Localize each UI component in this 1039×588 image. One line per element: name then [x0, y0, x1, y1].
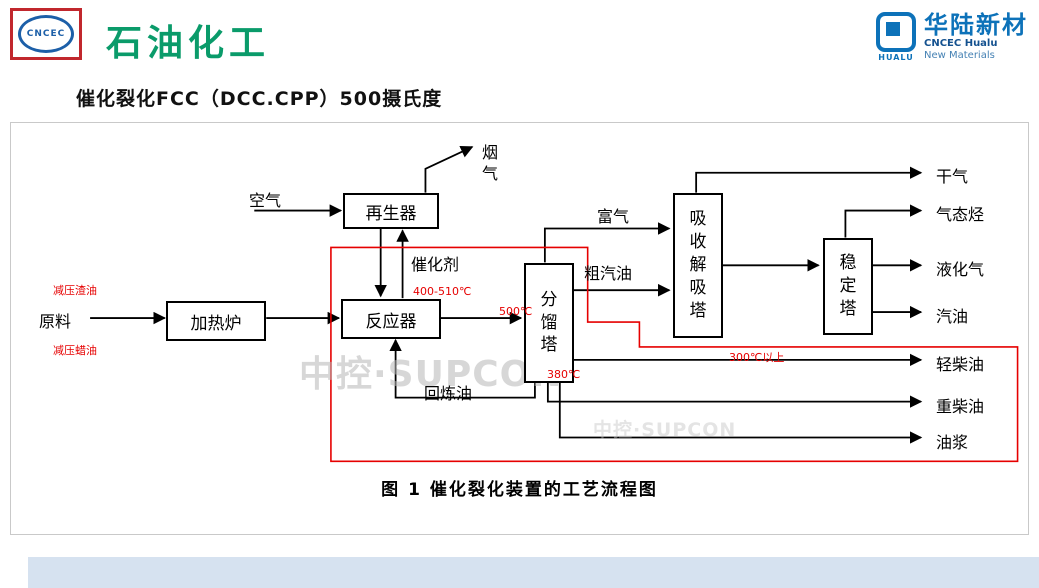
- recycle-oil-label: 回炼油: [424, 384, 473, 403]
- dry-gas-label: 干气: [936, 167, 969, 186]
- arrow-gaseous-hc: [844, 204, 923, 238]
- crude-gasoline-label: 粗汽油: [584, 264, 633, 283]
- gaseous-hc-label: 气态烃: [936, 205, 985, 224]
- cncec-emblem-text: CNCEC: [26, 29, 66, 39]
- hualu-icon-wrap: HUALU: [876, 12, 916, 62]
- fractionator-label: 分馏塔: [540, 289, 558, 356]
- flow-lines-svg: [90, 145, 1019, 463]
- reactor-box: 反应器: [341, 299, 441, 339]
- cncec-emblem-icon: CNCEC: [18, 15, 74, 53]
- light-diesel-label: 轻柴油: [936, 355, 985, 374]
- reactor-label: 反应器: [365, 311, 417, 332]
- absorber-box: 吸收解吸塔: [673, 193, 723, 338]
- reactor-temp-note: 400-510℃: [413, 285, 472, 298]
- hualu-subtitle-en2: New Materials: [924, 50, 995, 61]
- absorber-label: 吸收解吸塔: [689, 209, 707, 321]
- arrow-fluegas: [424, 145, 474, 193]
- arrow-richgas: [543, 222, 671, 263]
- feed-label: 原料: [39, 312, 72, 331]
- footer-bar: [28, 557, 1039, 588]
- vacuum-wax-note: 减压蜡油: [53, 344, 97, 357]
- air-label: 空气: [249, 191, 282, 210]
- hualu-logo: HUALU 华陆新材 CNCEC Hualu New Materials: [876, 12, 1028, 62]
- arrow-recycle-oil: [389, 338, 536, 399]
- fractionator-box: 分馏塔: [524, 263, 574, 383]
- gasoline-label: 汽油: [936, 307, 969, 326]
- furnace-label: 加热炉: [190, 313, 242, 334]
- figure-caption: 图 1 催化裂化装置的工艺流程图: [381, 480, 658, 500]
- arrow-heavy-diesel: [546, 381, 923, 408]
- vacuum-residue-note: 减压渣油: [53, 284, 97, 297]
- catalyst-label: 催化剂: [411, 255, 460, 274]
- watermark: 中控·SUPCON: [299, 354, 563, 395]
- hualu-name: 华陆新材: [924, 11, 1028, 39]
- furnace-box: 加热炉: [166, 301, 266, 341]
- lpg-label: 液化气: [936, 260, 985, 279]
- cncec-logo: CNCEC: [10, 8, 82, 60]
- regenerator-label: 再生器: [365, 203, 417, 224]
- arrow-slurry: [558, 381, 923, 444]
- hualu-icon-label: HUALU: [878, 53, 914, 62]
- arrow-drygas: [695, 166, 923, 193]
- process-flow-diagram: 中控·SUPCON 中控·SUPCON: [10, 122, 1029, 535]
- flue-gas-label: 烟气: [482, 143, 499, 183]
- hualu-icon: [876, 12, 916, 52]
- slurry-label: 油浆: [936, 433, 969, 452]
- stabilizer-box: 稳定塔: [823, 238, 873, 335]
- stabilizer-label: 稳定塔: [839, 253, 857, 319]
- brand-calligraphy: 石油化工: [106, 22, 271, 64]
- red-highlight-outline: [330, 246, 1019, 463]
- diesel-temp-note: 300℃以上: [729, 351, 785, 364]
- rich-gas-label: 富气: [597, 207, 630, 226]
- hualu-subtitle-en: CNCEC Hualu: [924, 38, 998, 49]
- hualu-text-block: 华陆新材 CNCEC Hualu New Materials: [924, 12, 1028, 62]
- heavy-diesel-label: 重柴油: [936, 397, 985, 416]
- fractionator-bottom-temp-note: 380℃: [547, 368, 581, 381]
- page-title: 催化裂化FCC（DCC.CPP）500摄氏度: [76, 88, 443, 110]
- regenerator-box: 再生器: [343, 193, 439, 229]
- watermark-small: 中控·SUPCON: [593, 419, 737, 441]
- fractionator-inlet-temp-note: 500℃: [499, 305, 533, 318]
